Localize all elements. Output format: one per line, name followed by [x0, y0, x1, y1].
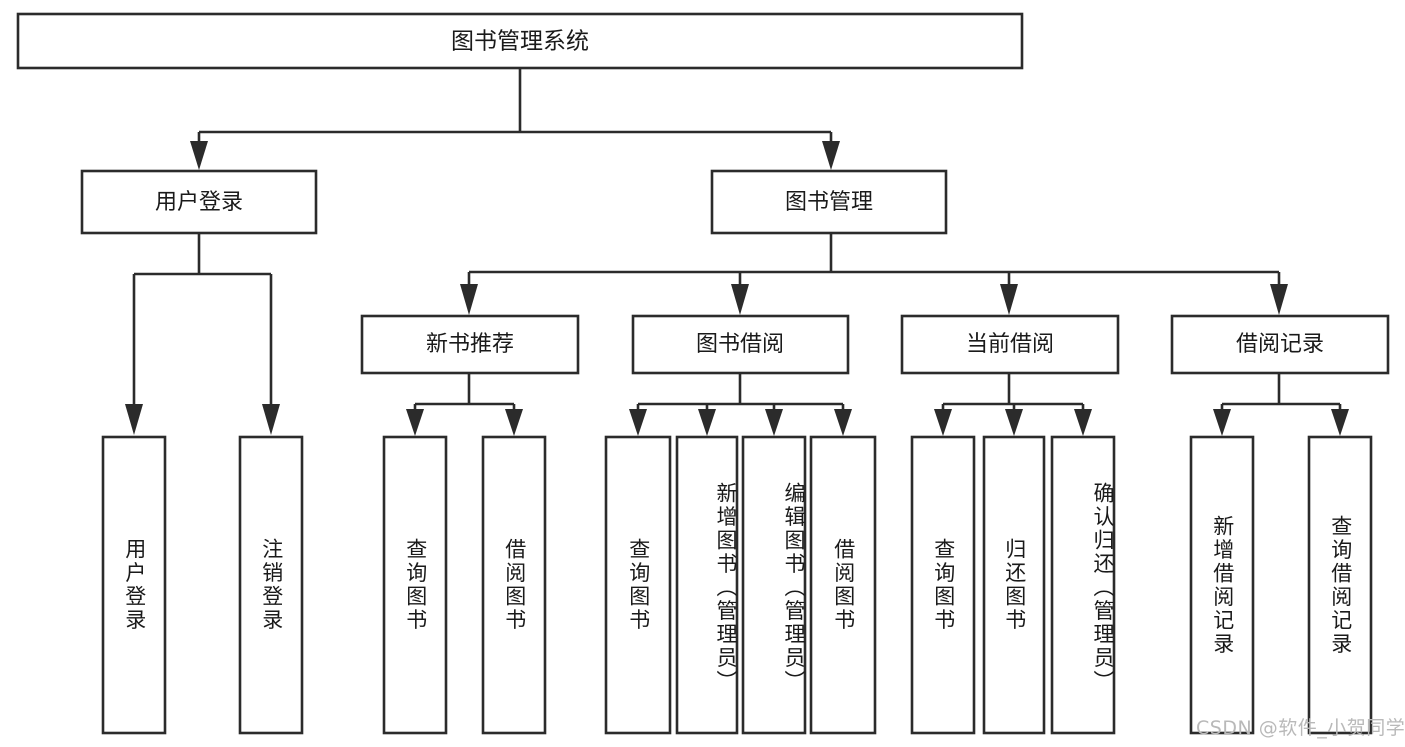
arrow-to-leaf-query-book-1: [406, 409, 424, 436]
arrow-to-leaf-query-record: [1331, 409, 1349, 436]
node-box-leaf-confirm-return-admin[interactable]: [1050, 435, 1116, 735]
arrow-to-leaf-user-login: [125, 404, 143, 435]
arrow-to-leaf-add-record: [1213, 409, 1231, 436]
arrow-to-leaf-edit-book: [765, 409, 783, 436]
node-box-leaf-borrow-book-newrec[interactable]: [481, 435, 547, 735]
arrow-to-new-book-rec: [460, 284, 478, 315]
arrow-to-book-mgmt: [822, 141, 840, 170]
node-label-root: 图书管理系统: [451, 29, 589, 55]
node-box-leaf-edit-book-admin[interactable]: [741, 435, 807, 735]
node-box-leaf-return-book[interactable]: [982, 435, 1046, 735]
node-box-leaf-logout[interactable]: [238, 435, 304, 735]
node-box-leaf-query-book-newrec[interactable]: [382, 435, 448, 735]
node-box-current-borrow[interactable]: [900, 314, 1120, 375]
node-box-leaf-query-book-borrow[interactable]: [604, 435, 672, 735]
node-box-new-book-recommend[interactable]: [360, 314, 580, 375]
node-box-leaf-query-book-current[interactable]: [910, 435, 976, 735]
node-label-borrow-record: 借阅记录: [1236, 332, 1324, 357]
arrow-to-leaf-borrow-book-2: [834, 409, 852, 436]
arrow-to-user-login: [190, 141, 208, 170]
node-layer: 图书管理系统 用户登录 图书管理 新书推荐 图书借阅 当前借阅 借阅记录: [16, 12, 1390, 735]
arrow-to-book-borrow: [731, 284, 749, 315]
node-box-leaf-add-book-admin[interactable]: [675, 435, 739, 735]
csdn-watermark: CSDN @软件_小贺同学: [1196, 717, 1405, 739]
arrow-to-leaf-add-book: [698, 409, 716, 436]
node-label-user-login: 用户登录: [155, 190, 243, 215]
node-label-book-management: 图书管理: [785, 190, 873, 215]
arrow-to-leaf-logout: [262, 404, 280, 435]
node-box-leaf-borrow-book[interactable]: [809, 435, 877, 735]
arrow-to-leaf-query-book-3: [934, 409, 952, 436]
node-label-current-borrow: 当前借阅: [966, 332, 1054, 357]
arrow-to-leaf-confirm-return: [1074, 409, 1092, 436]
node-box-leaf-add-borrow-record[interactable]: [1189, 435, 1255, 735]
node-box-book-management[interactable]: [710, 169, 948, 235]
arrow-to-leaf-borrow-book-1: [505, 409, 523, 436]
arrow-to-leaf-query-book-2: [629, 409, 647, 436]
arrow-to-borrow-record: [1270, 284, 1288, 315]
node-box-user-login[interactable]: [80, 169, 318, 235]
node-box-book-borrow[interactable]: [631, 314, 850, 375]
arrow-to-current-borrow: [1000, 284, 1018, 315]
node-box-borrow-record[interactable]: [1170, 314, 1390, 375]
node-box-leaf-query-borrow-record[interactable]: [1307, 435, 1373, 735]
node-label-book-borrow: 图书借阅: [696, 332, 784, 357]
node-box-root[interactable]: [16, 12, 1024, 70]
arrow-to-leaf-return-book: [1005, 409, 1023, 436]
connector-layer: [125, 68, 1349, 436]
node-label-new-book-recommend: 新书推荐: [426, 332, 514, 357]
node-box-leaf-user-login[interactable]: [101, 435, 167, 735]
